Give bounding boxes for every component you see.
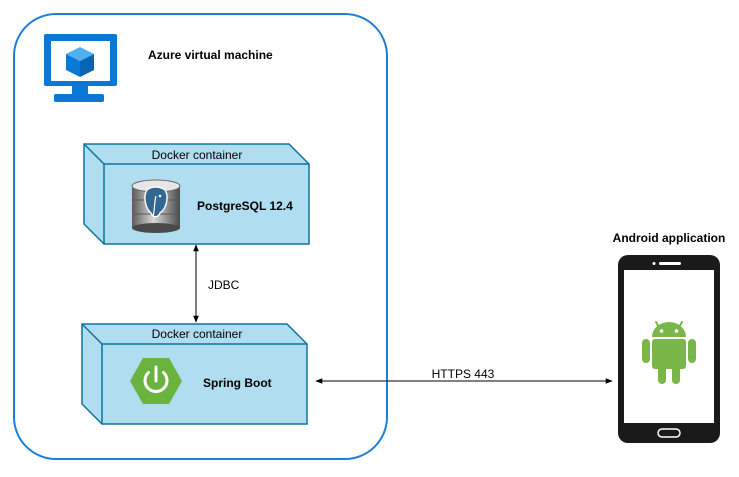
db-container-header: Docker container	[152, 148, 243, 162]
app-container	[81, 323, 308, 425]
https-label: HTTPS 443	[432, 367, 495, 381]
monitor-cube-icon	[44, 34, 117, 102]
app-container-header: Docker container	[152, 327, 243, 341]
vm-label: Azure virtual machine	[148, 48, 273, 62]
app-label: Spring Boot	[203, 376, 272, 390]
postgresql-elephant-icon	[131, 179, 181, 233]
vm-boundary	[13, 13, 388, 460]
db-label: PostgreSQL 12.4	[197, 199, 293, 213]
android-robot-icon	[642, 321, 696, 384]
spring-power-icon	[130, 358, 182, 404]
android-label: Android application	[613, 231, 726, 245]
jdbc-label: JDBC	[208, 278, 240, 292]
